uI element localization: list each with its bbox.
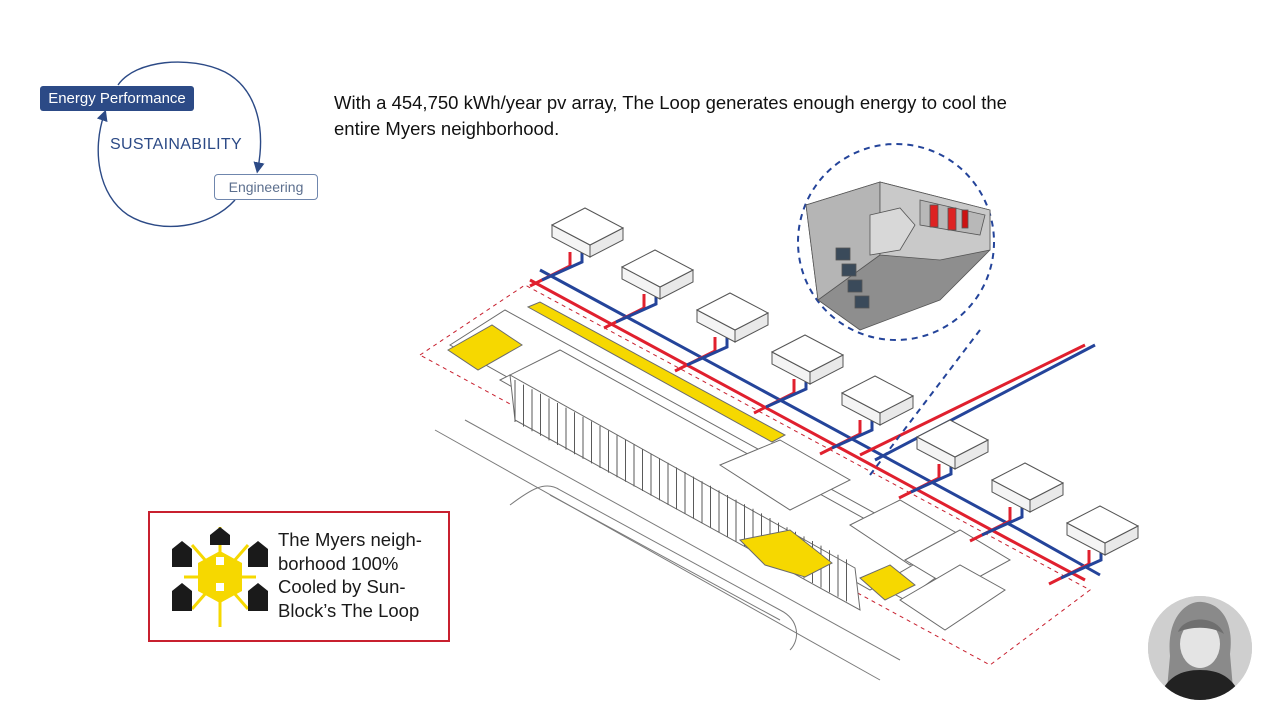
- building-box: [840, 375, 915, 426]
- sustainability-title: SUSTAINABILITY: [110, 136, 242, 153]
- cycle-arrow-top: [117, 61, 265, 174]
- sun-houses-icon: [172, 527, 268, 627]
- cycle-arrow-bottom: [96, 109, 236, 228]
- street-lines: [434, 419, 901, 681]
- plant-leader-line: [869, 329, 981, 476]
- solar-panel-center: [738, 529, 833, 578]
- solar-panel-east: [859, 564, 916, 601]
- pipe-red-main: [529, 278, 1086, 582]
- presenter-photo-icon: [1148, 596, 1252, 700]
- engineering-label: Engineering: [214, 174, 318, 200]
- callout-text: The Myers neigh- borhood 100% Cooled by …: [278, 528, 448, 622]
- energy-performance-label: Energy Performance: [40, 86, 194, 111]
- main-building: [449, 309, 1012, 631]
- building-box: [620, 249, 695, 300]
- site-energy-diagram: [419, 143, 1140, 681]
- callout-line: The Myers neigh-: [278, 529, 422, 550]
- building-box: [915, 419, 990, 470]
- solar-panel-west: [447, 324, 523, 371]
- callout-box: The Myers neigh- borhood 100% Cooled by …: [148, 511, 450, 642]
- site-boundary: [419, 284, 1091, 666]
- cooling-plant-render: [805, 181, 991, 331]
- building-box: [695, 292, 770, 343]
- pipe-lateral-blue: [686, 335, 729, 367]
- callout-line: Block’s The Loop: [278, 599, 420, 621]
- pipe-lateral-blue: [541, 250, 584, 282]
- headline-line-1: With a 454,750 kWh/year pv array, The Lo…: [334, 92, 1007, 113]
- pipe-lateral-blue: [831, 418, 874, 450]
- building-box: [550, 207, 625, 258]
- callout-line: borhood 100%: [278, 552, 399, 574]
- solar-panels: [447, 301, 916, 601]
- facade-fins: [514, 380, 847, 602]
- headline-line-2: entire Myers neighborhood.: [334, 118, 560, 139]
- building-boxes: [550, 207, 1140, 556]
- building-box: [1065, 505, 1140, 556]
- pipe-blue-branch: [874, 343, 1096, 462]
- callout-line: Cooled by Sun-: [278, 576, 406, 597]
- plant-detail-circle: [797, 143, 995, 341]
- building-box: [770, 334, 845, 385]
- sustainability-cycle-diagram: [96, 61, 265, 228]
- solar-panel-long: [526, 301, 787, 443]
- presenter-avatar: [1148, 596, 1252, 700]
- pipe-red-branch: [859, 343, 1086, 457]
- headline: With a 454,750 kWh/year pv array, The Lo…: [334, 90, 1094, 142]
- pipe-blue-main: [539, 268, 1101, 577]
- building-box: [990, 462, 1065, 513]
- pipe-lateral-blue: [981, 505, 1024, 537]
